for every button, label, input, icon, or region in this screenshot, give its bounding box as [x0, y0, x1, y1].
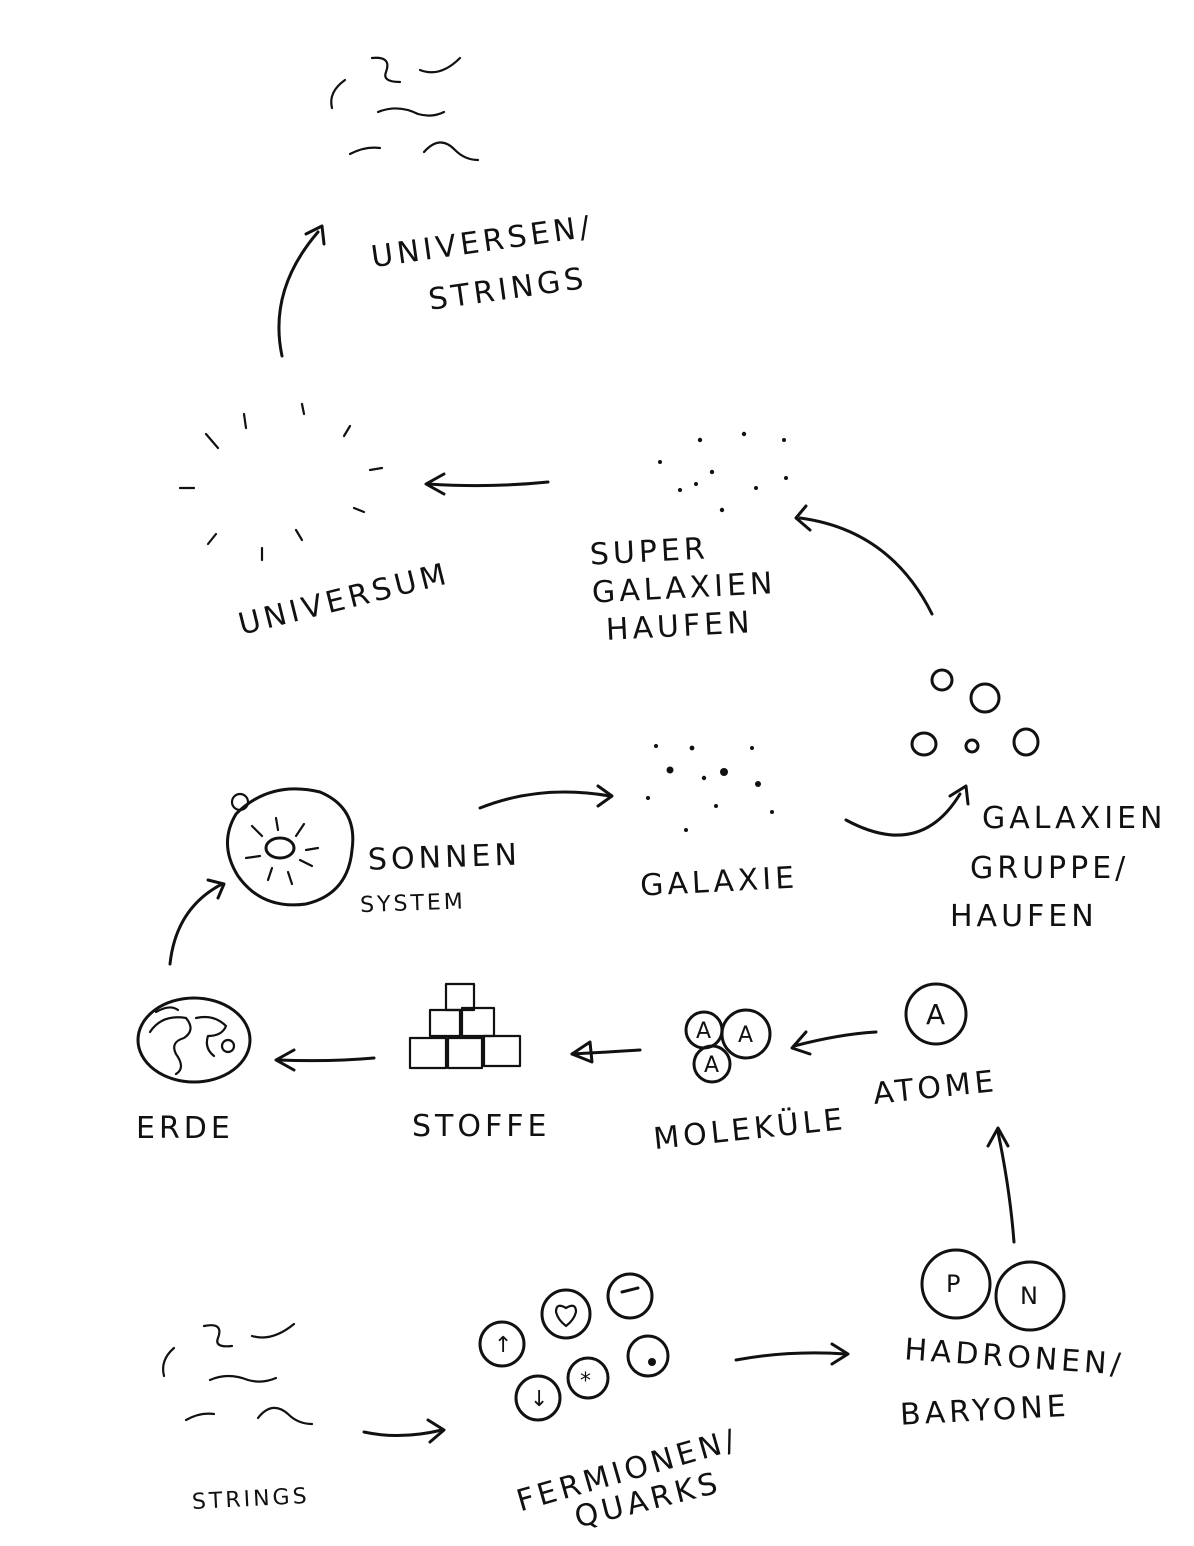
arrow-strings-to-fermionen [362, 1418, 446, 1444]
stoffe-cubes-icon [408, 982, 522, 1070]
arrow-stoffe-to-erde [274, 1048, 376, 1072]
galaxiengruppe-circles-icon [910, 668, 1040, 757]
erde-globe-icon [136, 996, 252, 1084]
universen-label-line2: STRINGS [426, 261, 589, 318]
supergalaxienhaufen-label-line2: GALAXIEN [591, 566, 777, 611]
universum-label: UNIVERSUM [235, 556, 454, 642]
arrow-universum-to-universen [277, 224, 326, 358]
heart-icon [554, 1304, 578, 1328]
molekuele-icon: A A A [684, 1008, 772, 1084]
quark-star-symbol: * [580, 1369, 591, 1394]
galaxie-dots-icon [646, 744, 774, 832]
strings-squiggles-icon [162, 1322, 314, 1426]
hadronen-label-line2: BARYONE [899, 1389, 1070, 1433]
molekuele-atom-letter-1: A [696, 1019, 711, 1044]
erde-label: ERDE [136, 1111, 234, 1146]
galaxiengruppe-label-line2: GRUPPE/ [970, 851, 1129, 886]
sonnensystem-label-line1: SONNEN [367, 837, 521, 877]
arrow-supergalaxienhaufen-to-universum [424, 472, 550, 496]
atome-atom-letter: A [926, 998, 945, 1031]
supergalaxienhaufen-label-line3: HAUFEN [605, 605, 754, 648]
fermionen-particles-icon: ↑ ↓ * [478, 1272, 670, 1422]
quark-up-symbol: ↑ [494, 1333, 512, 1358]
quark-down-symbol: ↓ [530, 1387, 548, 1412]
strings-label: STRINGS [191, 1484, 310, 1515]
galaxiengruppe-label-line1: GALAXIEN [982, 801, 1167, 836]
arrow-sonnensystem-to-galaxie [478, 784, 614, 810]
neutron-symbol: N [1020, 1282, 1038, 1310]
molekuele-atom-letter-2: A [738, 1023, 753, 1048]
atome-label: ATOME [871, 1064, 999, 1112]
sonnensystem-label-line2: SYSTEM [360, 889, 467, 918]
arrow-galaxie-to-galaxiengruppe [844, 784, 970, 837]
stoffe-label: STOFFE [412, 1109, 550, 1144]
arrow-galaxiengruppe-to-supergalaxienhaufen [794, 504, 934, 616]
atome-icon: A [904, 982, 968, 1046]
molekuele-atom-letter-3: A [704, 1053, 719, 1078]
arrow-atome-to-molekuele [790, 1030, 878, 1056]
hadronen-label-line1: HADRONEN/ [903, 1332, 1125, 1382]
proton-symbol: P [946, 1270, 960, 1298]
sonnensystem-sun-icon [226, 787, 355, 907]
arrow-molekuele-to-stoffe [570, 1040, 642, 1064]
hadronen-icon: P N [920, 1248, 1066, 1332]
dot-icon [648, 1358, 656, 1366]
arrow-hadronen-to-atome [986, 1126, 1016, 1244]
minus-icon [620, 1286, 640, 1294]
galaxie-label: GALAXIE [639, 860, 799, 903]
arrow-fermionen-to-hadronen [734, 1342, 850, 1366]
universum-burst-icon [178, 402, 384, 562]
molekuele-label: MOLEKÜLE [652, 1101, 848, 1157]
arrow-erde-to-sonnensystem [168, 878, 226, 966]
universen-strings-squiggles [330, 56, 480, 162]
supergalaxienhaufen-dots-icon [658, 431, 788, 513]
galaxiengruppe-label-line3: HAUFEN [950, 899, 1098, 934]
supergalaxienhaufen-label-line1: SUPER [589, 531, 710, 572]
